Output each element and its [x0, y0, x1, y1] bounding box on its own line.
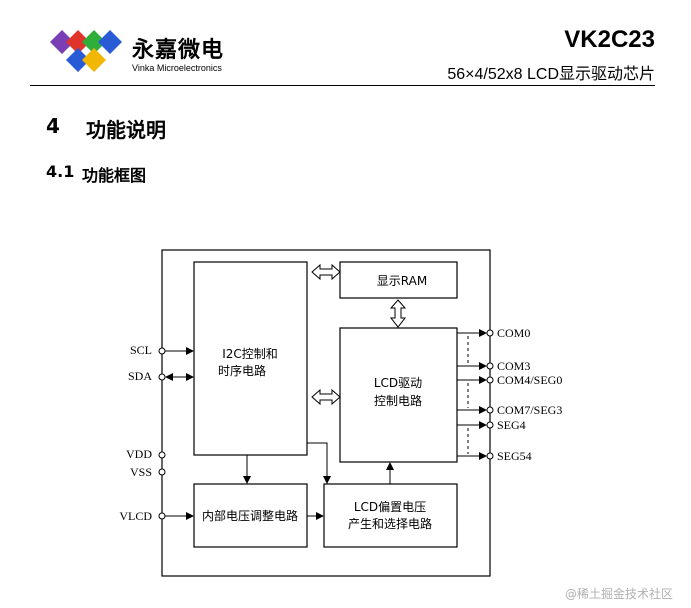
i2c-block-label-1: I2C控制和 — [222, 347, 278, 361]
pin-vss-label: VSS — [130, 465, 152, 479]
pin-com7-seg3-label: COM7/SEG3 — [497, 403, 562, 417]
bus-arrow-ram-driver — [389, 299, 407, 328]
pin-com4-seg0-label: COM4/SEG0 — [497, 373, 562, 387]
pin-vdd-terminal — [158, 451, 166, 459]
chip-outline — [161, 249, 491, 577]
document-subtitle: 56×4/52x8 LCD显示驱动芯片 — [447, 66, 655, 83]
pin-com7-seg3-terminal — [486, 406, 494, 414]
company-name-en: Vinka Microelectronics — [132, 63, 222, 73]
display-ram-block — [339, 261, 458, 299]
lcd-driver-block — [339, 327, 458, 463]
pin-sda-terminal — [158, 373, 166, 381]
bias-block-label-1: LCD偏置电压 — [354, 499, 426, 514]
lcd-driver-label-1: LCD驱动 — [374, 376, 422, 390]
pin-com3-terminal — [486, 362, 494, 370]
bus-arrow-i2c-driver — [311, 388, 341, 406]
bus-arrow-i2c-ram — [311, 263, 341, 281]
pin-scl-terminal — [158, 347, 166, 355]
i2c-to-bias-arrow — [307, 442, 331, 484]
i2c-block-label-2: 时序电路 — [218, 363, 266, 378]
model-number: VK2C23 — [564, 26, 655, 53]
subsection-title: 功能框图 — [82, 166, 147, 185]
pin-vlcd-label: VLCD — [119, 509, 152, 523]
vinka-logo-icon — [50, 30, 122, 72]
section-title: 功能说明 — [86, 118, 166, 142]
header-divider — [30, 85, 655, 86]
pin-com0-terminal — [486, 329, 494, 337]
pin-com4-seg0-terminal — [486, 376, 494, 384]
watermark-text: @稀土掘金技术社区 — [564, 587, 673, 601]
vreg-block-label: 内部电压调整电路 — [202, 508, 298, 523]
pin-com3-label: COM3 — [497, 359, 530, 373]
pin-vss-terminal — [158, 468, 166, 476]
section-number: 4 — [46, 114, 60, 138]
i2c-control-block — [193, 261, 308, 456]
pin-vdd-label: VDD — [126, 447, 152, 461]
ram-block-label: 显示RAM — [377, 274, 427, 288]
pin-com0-label: COM0 — [497, 326, 530, 340]
pin-seg54-label: SEG54 — [497, 449, 532, 463]
bias-generator-block — [323, 483, 458, 548]
lcd-driver-label-2: 控制电路 — [374, 393, 422, 408]
bias-block-label-2: 产生和选择电路 — [348, 516, 432, 531]
pin-scl-label: SCL — [130, 343, 152, 357]
pin-seg4-terminal — [486, 421, 494, 429]
company-name-cn: 永嘉微电 — [132, 38, 225, 63]
pin-seg54-terminal — [486, 452, 494, 460]
pin-sda-label: SDA — [128, 369, 152, 383]
pin-seg4-label: SEG4 — [497, 418, 526, 432]
subsection-number: 4.1 — [46, 162, 75, 181]
pin-vlcd-terminal — [158, 512, 166, 520]
